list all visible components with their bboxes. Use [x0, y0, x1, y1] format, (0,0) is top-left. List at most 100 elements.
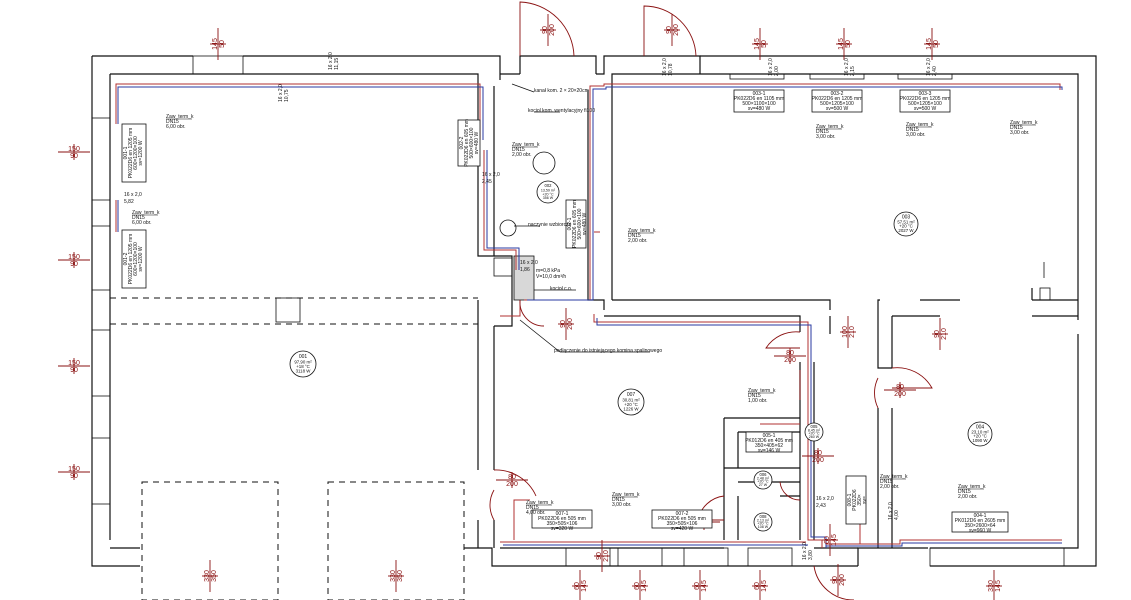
opening-width: 80 [508, 474, 516, 481]
radiator-id: 002-1 [567, 217, 573, 230]
valve-setting: 2,00 obr. [958, 494, 977, 500]
radiator-box [651, 509, 713, 529]
opening-width: 80 [786, 350, 794, 357]
radiator-power: sv=480 W [748, 106, 771, 112]
room-power: 108 W [758, 525, 769, 529]
opening-height: 50 [761, 40, 768, 48]
pipe-diameter: 16 x 2,0 [124, 192, 142, 198]
pipe-length: 10,75 [284, 89, 290, 102]
opening-width: 150 [68, 254, 80, 261]
valve-name: Zaw_term_k [132, 210, 160, 216]
valve-name: Zaw_term_k [628, 228, 656, 234]
pipe-length: 3,80 [808, 550, 814, 560]
room-number: 002 [545, 183, 553, 188]
opening-height: 210 [849, 326, 856, 338]
valve-setting: 1,00 obr. [748, 398, 767, 404]
valve-spec: DN15 [906, 127, 919, 133]
room-tag-circle [753, 512, 773, 532]
radiator-size: 500×1205×100 [820, 101, 854, 107]
opening-width: 100 [842, 326, 849, 338]
room-tag-circle [893, 211, 919, 237]
opening-height: 145 [761, 580, 768, 592]
valve-name: Zaw_term_k [526, 500, 554, 506]
valve-setting: 3,00 obr. [906, 132, 925, 138]
room-power: 27 W [759, 483, 768, 487]
radiator-box [951, 511, 1009, 533]
radiator-power: sv=1200 W [138, 140, 144, 165]
radiator-box [733, 89, 785, 113]
opening-height: 145 [641, 580, 648, 592]
room-temp: +20 °C [899, 224, 913, 229]
outer-walls [91, 55, 1097, 567]
pipe-label: 16 x 2,02,45 [482, 172, 500, 185]
note-volume: V=10,0 dm³/h [536, 274, 566, 280]
opening-width: 145 [754, 38, 761, 50]
radiator-model: PK022D6 en 505 mm [658, 516, 706, 522]
pipe-diameter: 16 x 2,0 [802, 542, 808, 560]
radiator-power: sv=320 W [551, 526, 574, 532]
opening-height: 145 [581, 580, 588, 592]
room-temp: +18 °C [296, 364, 310, 369]
valve-setting: 4,00 obr. [526, 510, 545, 516]
radiator-id: 004-1 [974, 513, 987, 519]
opening-height: 210 [603, 550, 610, 562]
hidden-lines [110, 297, 478, 600]
valve-setting: 3,00 obr. [816, 134, 835, 140]
radiator-box [457, 119, 481, 167]
opening-width: 330 [988, 580, 995, 592]
opening-height: 145 [995, 580, 1002, 592]
valve-name: Zaw_term_k [906, 122, 934, 128]
room-number: 004 [976, 425, 985, 431]
radiator-box [121, 229, 147, 289]
pipe-label: 16 x 2,01,86 [520, 260, 538, 273]
radiator-box [845, 475, 867, 525]
opening-width: 90 [666, 26, 673, 34]
notes: kanał kom. 2 × 20×20cm kociol kom. wenty… [499, 83, 1045, 354]
pipe-diameter: 16 x 2,0 [844, 58, 850, 76]
valve-name: Zaw_term_k [748, 388, 776, 394]
note-naczynie: naczynie wzbiorcze [528, 222, 572, 228]
opening-height: 145 [831, 534, 838, 546]
note-komin: kociol kom. wentylacyjny fi100 [528, 108, 595, 114]
radiator-power: sv= [862, 496, 868, 504]
opening-width: 80 [814, 450, 822, 457]
radiator-id: 007-2 [676, 511, 689, 517]
room-power: 1090 W [972, 438, 988, 443]
room-tag-circle [804, 422, 824, 442]
radiator-box [745, 431, 793, 453]
pipe-diameter: 16 x 2,0 [888, 502, 894, 520]
radiator-power: sv=960 W [969, 528, 992, 534]
valve-name: Zaw_term_k [512, 142, 540, 148]
opening-height: 200 [894, 391, 906, 398]
opening-height: 200 [812, 457, 824, 464]
valve-setting: 2,00 obr. [628, 238, 647, 244]
radiator-model: PK012D6 en 405 mm [745, 438, 793, 444]
room-temp: +20 °C [757, 480, 769, 484]
valve-spec: DN15 [612, 497, 625, 503]
room-power: 2027 W [898, 228, 914, 233]
room-temp: +20 °C [542, 192, 554, 196]
opening-width: 60 [574, 582, 581, 590]
opening-height: 200 [784, 357, 796, 364]
